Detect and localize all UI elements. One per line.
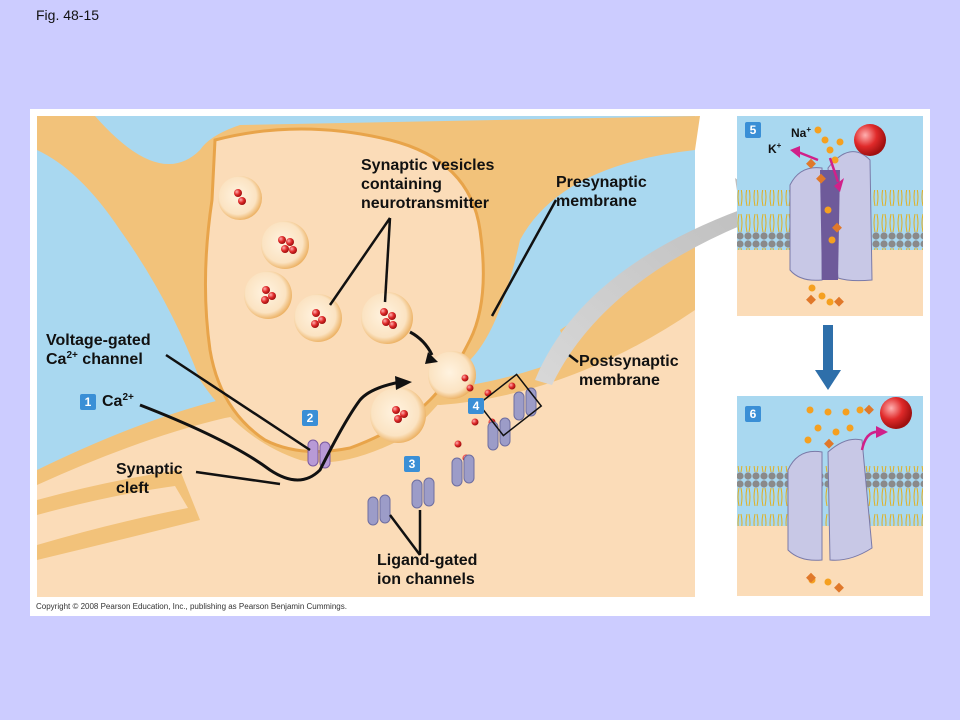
label-synaptic-vesicles: Synaptic vesicles containing neurotransm… [361,157,495,212]
step-badge-1: 1 [80,394,96,410]
label-postsynaptic-membrane: Postsynaptic membrane [579,353,679,389]
process-arrows [139,330,434,482]
voltage-gated-calcium-channel [307,439,331,469]
step-badge-3: 3 [404,456,420,472]
label-presynaptic-membrane: Presynaptic membrane [556,174,647,210]
synaptic-vesicles [218,176,476,443]
label-ligand-gated-channels: Ligand-gated ion channels [377,552,478,588]
zoom-box [477,373,543,437]
label-voltage-gated-channel: Voltage-gated Ca2+ channel [46,332,151,368]
step-badge-2: 2 [302,410,318,426]
neurotransmitter-molecules [234,189,516,462]
label-calcium-ion: Ca2+ [102,392,134,411]
inset-channel-open [737,116,923,316]
step-badge-5: 5 [745,122,761,138]
label-potassium-ion: K+ [768,141,782,157]
zoom-arrow [535,178,780,385]
label-synaptic-cleft: Synaptic cleft [116,461,183,497]
label-sodium-ion: Na+ [791,125,812,141]
transition-arrow [815,325,841,390]
copyright-notice: Copyright © 2008 Pearson Education, Inc.… [36,602,347,611]
main-synapse-panel [37,116,780,597]
label-leaders [165,199,579,556]
figure-label: Fig. 48-15 [36,7,100,23]
step-badge-4: 4 [468,398,484,414]
ligand-gated-channels [367,387,537,526]
inset-channel-closed [737,396,923,596]
step-badge-6: 6 [745,406,761,422]
